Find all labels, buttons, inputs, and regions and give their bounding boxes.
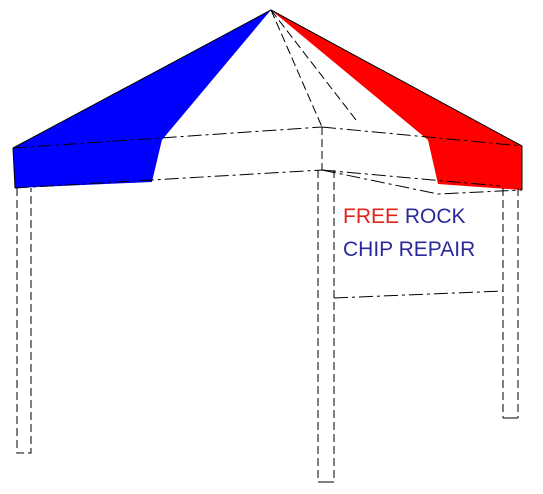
banner-word-free: FREE [343,205,400,228]
canopy-edge-left [12,147,16,189]
eave-top-left [12,126,323,149]
roof-ridge-front [270,9,323,128]
roof-panel-white [152,10,322,182]
banner-word-rock: ROCK [404,205,466,228]
valance-line [321,169,523,195]
eave-bottom-left [14,169,323,189]
roof-panel-red [271,10,522,190]
roof-ridge-left [12,9,272,149]
roof-panel-blue [13,10,271,188]
banner-crossbar [333,290,504,299]
eave-top-right [321,126,523,147]
leg-left-outer [16,188,32,454]
roof-ridge-back [270,9,357,121]
roof-ridge-right [270,9,523,147]
banner-line-1: FREE ROCK [343,205,466,229]
banner-line-2: CHIP REPAIR [343,238,476,261]
eave-bottom-right [321,169,501,187]
